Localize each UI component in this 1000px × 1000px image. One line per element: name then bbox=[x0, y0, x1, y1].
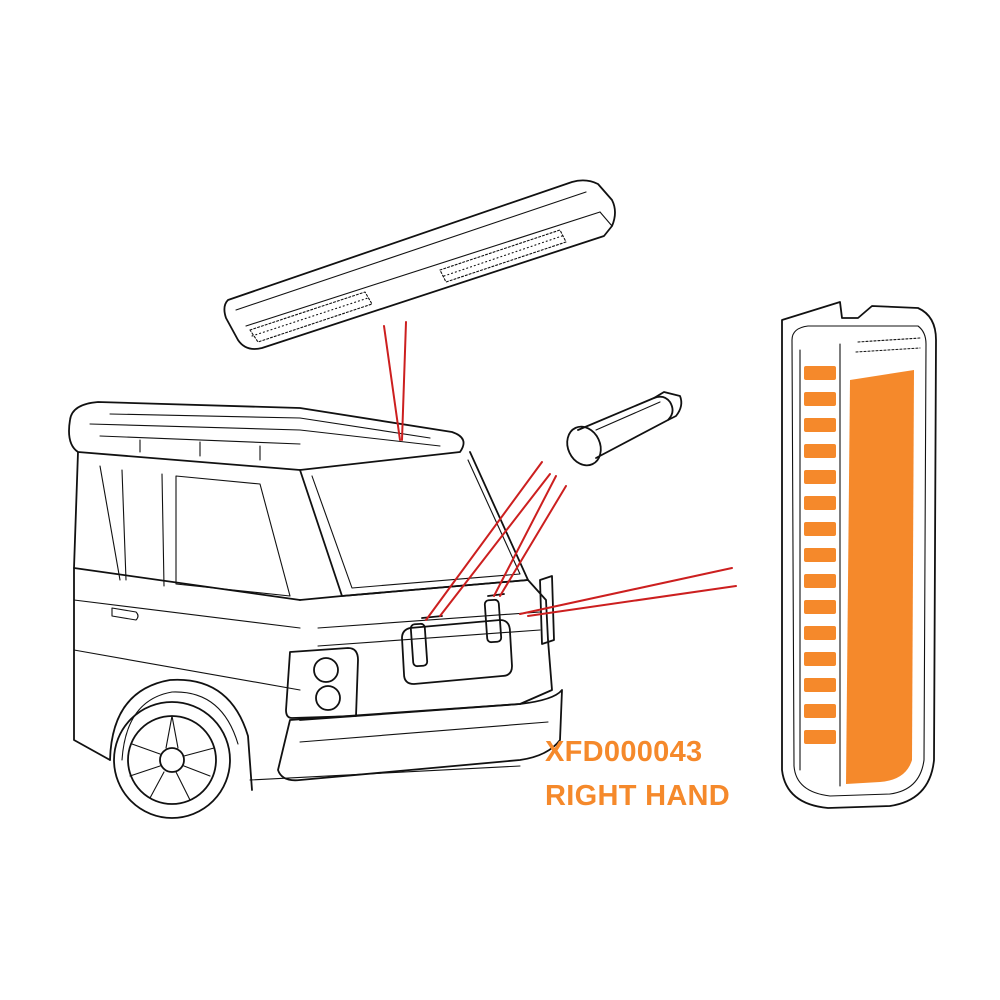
leader-lines bbox=[383, 321, 737, 621]
part-number-label: XFD000043 bbox=[545, 736, 703, 768]
suv-rear-view-icon bbox=[68, 401, 563, 819]
tailgate-trim-panel-icon bbox=[223, 179, 616, 350]
number-plate-lamp-icon bbox=[781, 301, 937, 809]
festoon-bulb-icon bbox=[566, 391, 683, 467]
part-callout: XFD000043 RIGHT HAND bbox=[545, 730, 730, 818]
part-side-label: RIGHT HAND bbox=[545, 780, 731, 812]
